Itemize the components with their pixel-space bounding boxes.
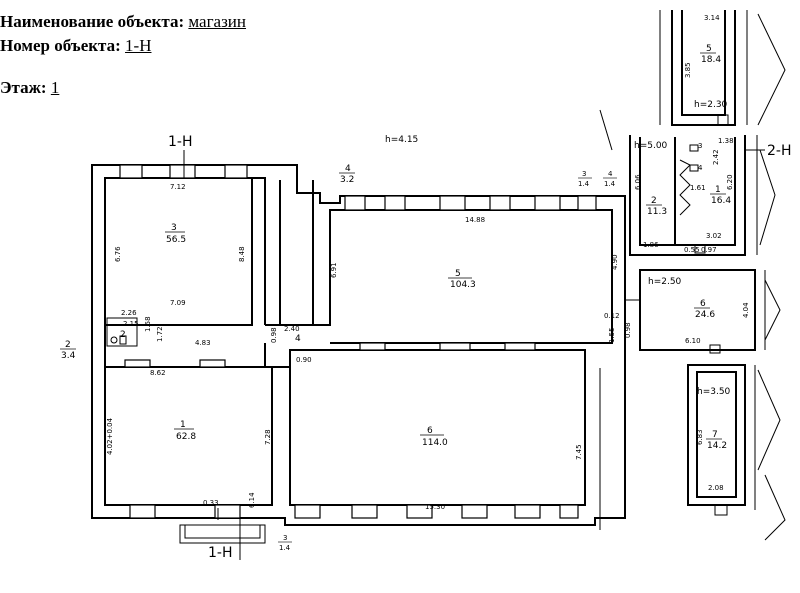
room3outbot-num: 3 [283,534,287,542]
room4-num: 4 [345,164,351,174]
height-r5: h=2.30 [694,100,728,110]
dim-620: 6.20 [726,174,734,190]
dim-012: 0.12 [604,312,620,320]
room2small-num: 2 [120,330,126,340]
r-room2-area: 11.3 [647,207,667,217]
object-name-line: Наименование объекта: магазин [0,12,246,32]
height-r6: h=2.50 [648,277,682,287]
r-room4-num: 4 [698,164,703,172]
dim-848: 8.48 [238,246,246,262]
main-walls [91,164,626,526]
room4out-num: 4 [608,170,613,178]
floor-value: 1 [50,78,60,97]
r-room1-area: 16.4 [711,196,731,206]
dim-709: 7.09 [170,299,186,307]
annex-details [599,10,786,541]
dim-1530: 15.30 [425,503,445,511]
room3-area: 56.5 [166,235,186,245]
dim-606: 6.06 [634,174,642,190]
dim-404: 4.04 [742,302,750,318]
room6-num: 6 [427,426,433,436]
room2-area: 3.4 [61,351,76,361]
unit-label-top: 1-Н [168,134,193,150]
room6-area: 114.0 [422,438,448,448]
dim-161: 1.61 [690,184,706,192]
windows-top [119,164,597,519]
height-main: h=4.15 [385,135,418,145]
dim-728: 7.28 [264,429,272,445]
dim-097: 0.97 [701,246,717,254]
r-room5-area: 18.4 [701,55,721,65]
room3outbot-area: 1.4 [279,544,291,552]
section-lines [183,150,640,530]
room-2-small [106,317,138,347]
r-room6-num: 6 [700,299,706,309]
room3out-num: 3 [582,170,586,178]
object-name-label: Наименование объекта: [0,12,185,31]
dim-172: 1.72 [156,326,164,342]
height-r2: h=5.00 [634,141,668,151]
unit-label-bottom: 1-Н [208,545,233,561]
entrance-steps [179,508,266,560]
room5-num: 5 [455,269,461,279]
r-room7-area: 14.2 [707,441,727,451]
dim-215: 2.15 [123,320,139,328]
dim-862: 8.62 [150,369,166,377]
dim-490: 4.90 [611,254,619,270]
object-number-line: Номер объекта: 1-Н [0,36,151,56]
r-room1-num: 1 [715,185,721,195]
dim-098b: 0.98 [624,322,632,338]
room3-num: 3 [171,223,177,233]
object-name-value: магазин [188,12,247,31]
floor-label: Этаж: [0,78,47,97]
dim-302: 3.02 [706,232,722,240]
dim-242: 2.42 [712,149,720,165]
r-room6-area: 24.6 [695,310,715,320]
room4-area: 3.2 [340,175,354,185]
dim-610: 6.10 [685,337,701,345]
annex-walls [629,10,756,506]
dim-683: 6.83 [696,429,704,445]
room1-num: 1 [180,420,186,430]
room3out-area: 1.4 [578,180,590,188]
unit-label-right: 2-Н [767,143,792,159]
dim-314: 3.14 [704,14,720,22]
dim-186: 1.86 [643,241,659,249]
dim-712: 7.12 [170,183,186,191]
dim-090: 0.90 [296,356,312,364]
r-room7-num: 7 [712,430,718,440]
room5-area: 104.3 [450,280,476,290]
room4out-area: 1.4 [604,180,616,188]
room1-area: 62.8 [176,432,196,442]
dim-033: 0.33 [203,499,219,507]
dim-055: 0.55 [684,246,700,254]
dim-676: 6.76 [114,246,122,262]
height-r7: h=3.50 [697,387,731,397]
dim-226: 2.26 [121,309,137,317]
r-room5-num: 5 [706,44,712,54]
room4small-num: 4 [295,334,301,344]
dim-614: 6.14 [248,492,256,508]
dim-158: 1.58 [144,316,152,332]
dim-402: 4.02+0.04 [106,417,114,455]
dim-385: 3.85 [684,62,692,78]
dim-691: 6.91 [330,262,338,278]
dim-138: 1.38 [718,137,734,145]
r-room3-num: 3 [698,142,702,150]
object-number-label: Номер объекта: [0,36,121,55]
floor-line: Этаж: 1 [0,78,59,98]
r-room2-num: 2 [651,196,657,206]
dim-240: 2.40 [284,325,300,333]
dim-155: 1.55 [608,327,616,343]
dim-483: 4.83 [195,339,211,347]
dim-098: 0.98 [270,327,278,343]
room2-num: 2 [65,340,71,350]
object-number-value: 1-Н [125,36,152,55]
dim-208: 2.08 [708,484,724,492]
dim-1488: 14.88 [465,216,485,224]
dim-745: 7.45 [575,444,583,460]
